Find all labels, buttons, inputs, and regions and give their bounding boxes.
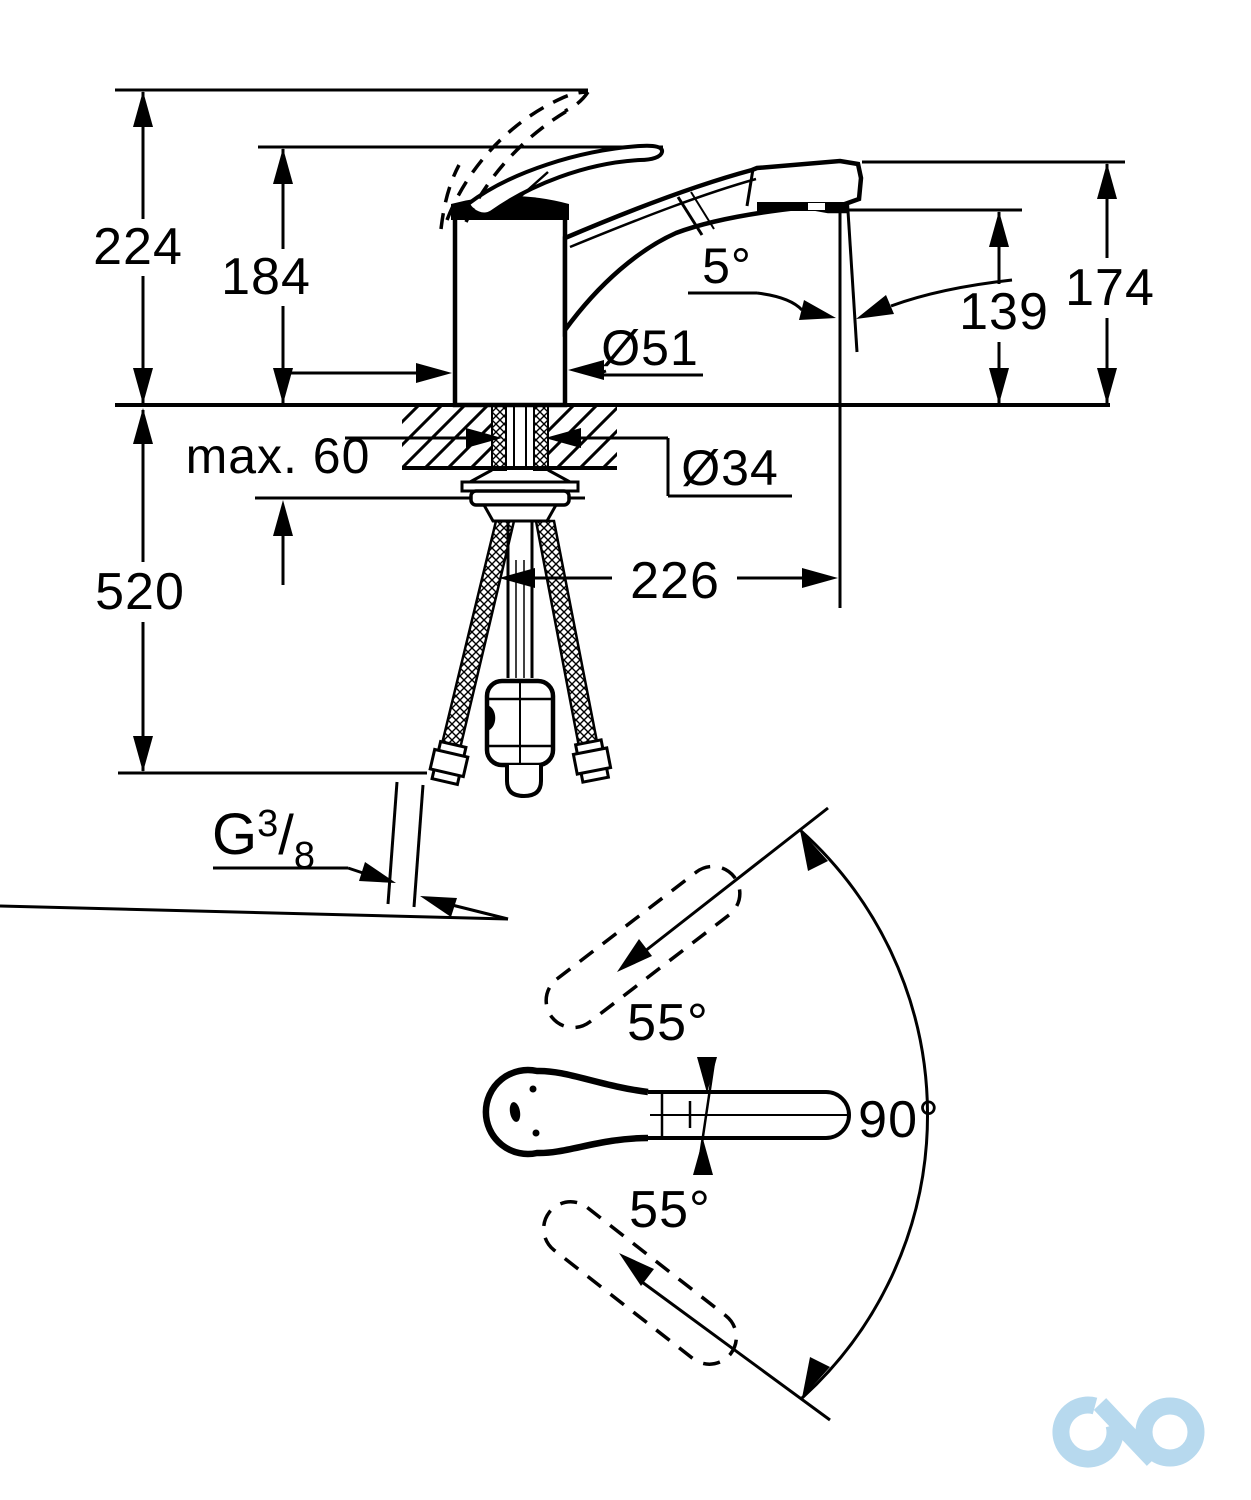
dim-label-5deg: 5°	[702, 238, 752, 294]
faucet-front-view	[439, 90, 864, 408]
thread-denominator: 8	[293, 835, 315, 877]
extension-lines	[115, 88, 1125, 775]
dim-label-226: 226	[630, 552, 720, 610]
under-counter-assembly	[386, 404, 613, 908]
dim-label-184: 184	[221, 248, 311, 306]
dim-label-139: 139	[959, 283, 1049, 341]
dim-label-diameter-51: Ø51	[601, 320, 699, 376]
dim-label-55deg-top: 55°	[627, 994, 709, 1052]
thread-prefix: G	[212, 802, 258, 867]
dim-label-55deg-bottom: 55°	[629, 1181, 711, 1239]
faucet-top-view	[482, 806, 930, 1422]
watermark-logo	[1052, 1396, 1205, 1468]
dim-label-g-three-eighths-thread: G3/8	[212, 803, 315, 875]
dim-label-max-60: max. 60	[185, 428, 371, 484]
dim-label-224: 224	[93, 218, 183, 276]
dimension-lines	[0, 91, 1117, 921]
dim-label-90deg: 90°	[858, 1091, 940, 1149]
dim-label-174: 174	[1065, 259, 1155, 317]
dim-label-diameter-34: Ø34	[681, 440, 779, 496]
thread-slash: /	[278, 803, 294, 866]
thread-numerator: 3	[257, 803, 279, 845]
dim-label-520: 520	[95, 563, 185, 621]
